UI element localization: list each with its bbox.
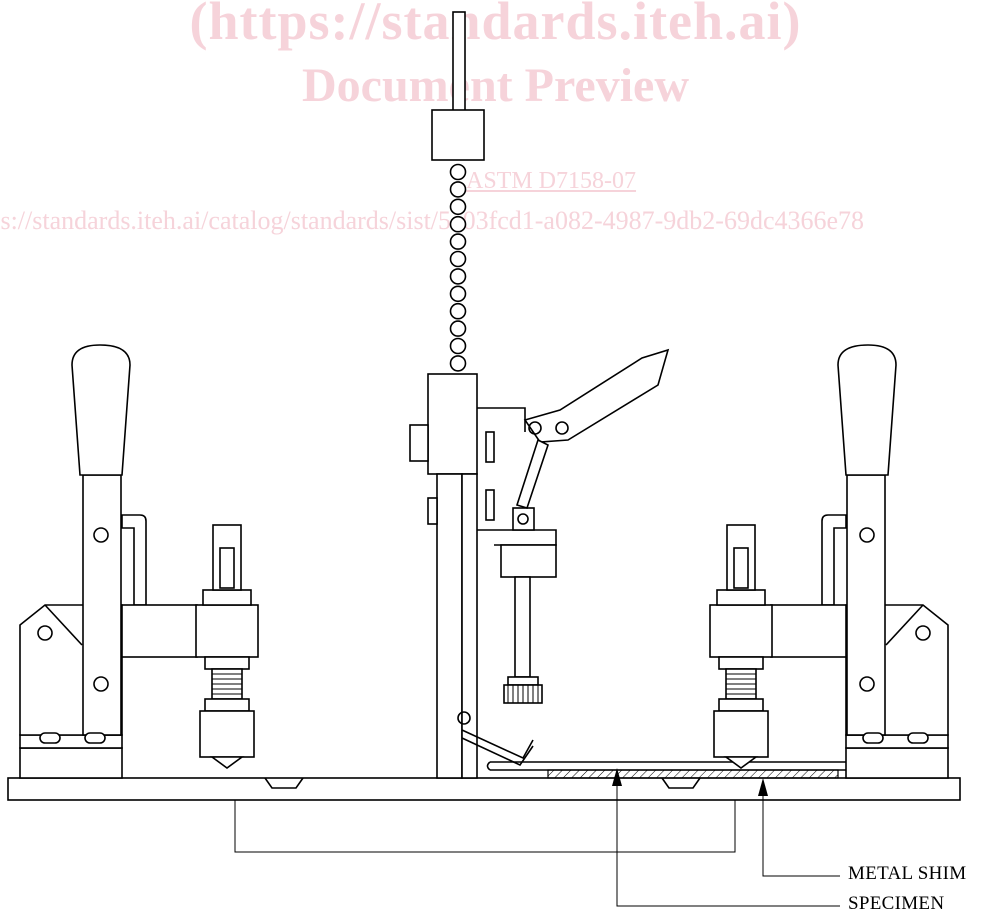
metal-shim-label: METAL SHIM bbox=[848, 863, 967, 884]
watermark-catalog-url: https://standards.iteh.ai/catalog/standa… bbox=[0, 206, 865, 235]
chain-bead bbox=[449, 337, 467, 355]
chain-bead bbox=[449, 250, 467, 268]
chain-bead bbox=[449, 233, 467, 250]
base-plate bbox=[7, 777, 961, 853]
chain-bead bbox=[449, 355, 467, 372]
watermark-standard-link[interactable]: ASTM D7158-07 bbox=[466, 168, 637, 194]
chain-bead bbox=[449, 268, 467, 285]
spring-clip bbox=[457, 711, 534, 767]
chain-bead bbox=[449, 163, 467, 181]
chain-bead bbox=[449, 198, 467, 216]
specimen-and-shim bbox=[486, 761, 858, 779]
watermark-title: Document Preview bbox=[302, 59, 689, 112]
center-column bbox=[409, 373, 557, 779]
chain-bead bbox=[449, 215, 467, 233]
left-toggle-clamp bbox=[19, 344, 259, 779]
chain-bead bbox=[449, 181, 467, 198]
leader-metal-shim bbox=[758, 778, 840, 877]
chain-bead bbox=[449, 302, 467, 320]
chain-bead bbox=[449, 285, 467, 303]
specimen-label: SPECIMEN bbox=[848, 893, 945, 914]
top-rod bbox=[431, 11, 485, 161]
bead-chain bbox=[449, 163, 467, 372]
right-toggle-clamp bbox=[709, 344, 949, 779]
leader-specimen bbox=[612, 768, 840, 907]
chain-bead bbox=[449, 320, 467, 337]
center-toggle-clamp bbox=[515, 348, 670, 509]
watermark-url: (https://standards.iteh.ai) bbox=[189, 0, 802, 51]
